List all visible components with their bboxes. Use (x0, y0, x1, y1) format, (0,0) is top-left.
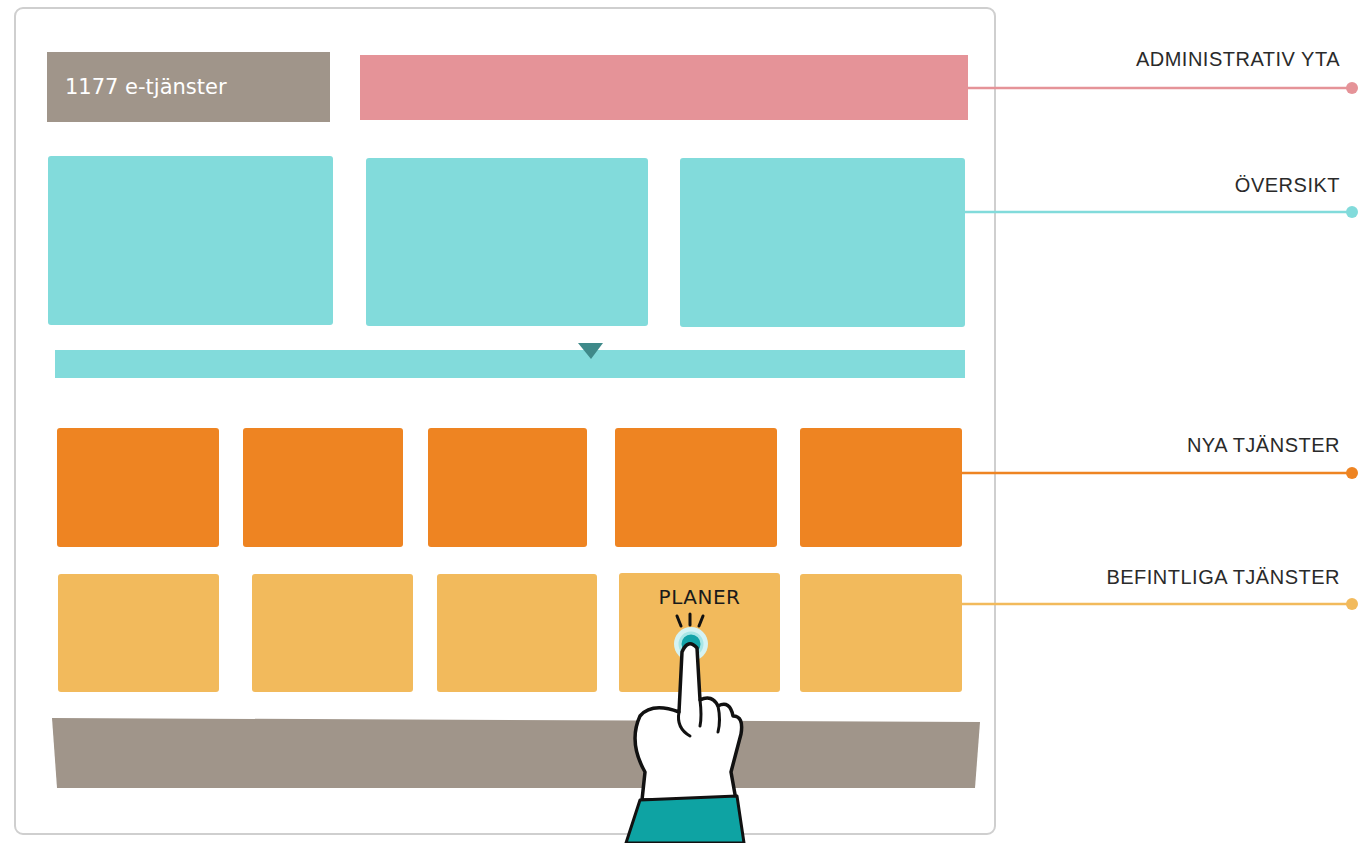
overview-box (366, 158, 648, 326)
expand-triangle (578, 343, 603, 359)
existing-service-box (437, 574, 597, 692)
overview-box (680, 158, 965, 327)
service-box-planer: PLANER (619, 573, 780, 692)
overview-bar (55, 350, 965, 378)
new-service-box (615, 428, 777, 547)
site-logo-box: 1177 e-tjänster (47, 52, 330, 122)
new-service-box (428, 428, 587, 547)
leader-line (965, 211, 1352, 214)
hand (635, 644, 742, 800)
service-name: PLANER (659, 585, 741, 609)
click-tick (699, 616, 703, 626)
page-frame (15, 8, 995, 834)
click-tick (689, 614, 692, 625)
leader-line (962, 603, 1352, 606)
new-service-box (800, 428, 962, 547)
area-label: ÖVERSIKT (1235, 174, 1340, 197)
existing-service-box (252, 574, 413, 692)
area-label: ADMINISTRATIV YTA (1136, 48, 1340, 71)
overview-box (48, 156, 333, 325)
leader-dot (1346, 467, 1358, 479)
click-tick (677, 616, 681, 626)
leader-dot (1346, 206, 1358, 218)
site-title: 1177 e-tjänster (65, 75, 227, 99)
footer-bar (52, 718, 980, 788)
leader-line (962, 472, 1352, 475)
leader-lines (962, 82, 1358, 610)
admin-bar (360, 55, 968, 120)
clicking-hand (626, 614, 744, 843)
existing-service-box (58, 574, 219, 692)
area-label: NYA TJÄNSTER (1187, 434, 1340, 457)
leader-dot (1346, 598, 1358, 610)
hand-detail (678, 700, 719, 736)
sleeve (626, 796, 744, 843)
existing-service-box (800, 574, 962, 692)
new-service-box (57, 428, 219, 547)
new-service-box (243, 428, 403, 547)
area-label: BEFINTLIGA TJÄNSTER (1106, 566, 1340, 589)
leader-dot (1346, 82, 1358, 94)
leader-line (968, 87, 1352, 90)
